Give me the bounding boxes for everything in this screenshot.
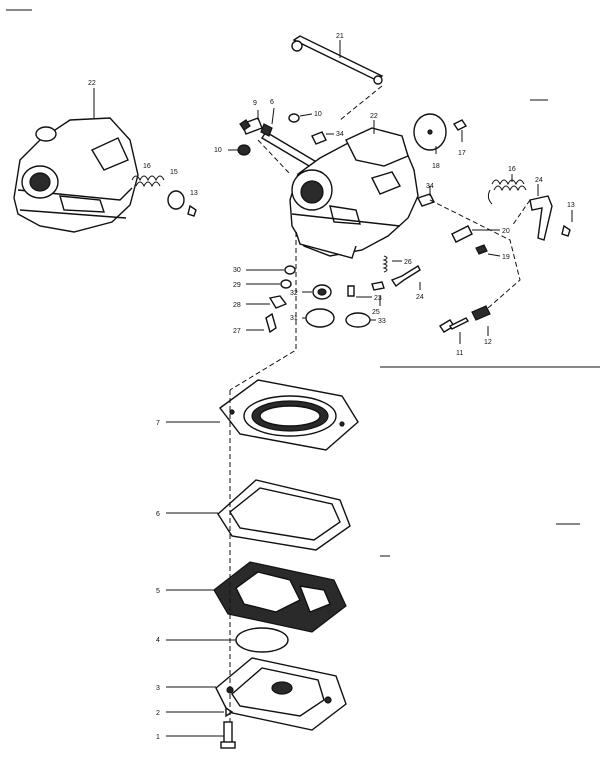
screw-11 (439, 317, 470, 344)
fitting-28 (246, 295, 288, 309)
callout-15: 15 (170, 169, 178, 176)
needle-27 (246, 312, 277, 334)
fitting-34-upper (311, 131, 334, 145)
callout-34-upper: 34 (336, 131, 344, 138)
spring-10 (288, 113, 313, 123)
lever-24 (529, 184, 553, 241)
callout-20: 20 (502, 228, 510, 235)
washer-10 (228, 144, 251, 156)
callout-34-right: 34 (426, 183, 434, 190)
lever-24-center (390, 264, 421, 290)
callout-13-inset: 13 (190, 190, 198, 197)
callout-29: 29 (233, 282, 241, 289)
throttle-shaft (291, 35, 384, 85)
choke-plate-18 (413, 113, 447, 154)
washer-2 (225, 706, 234, 718)
callout-6-gasket: 6 (156, 511, 160, 518)
inset-spring (131, 175, 165, 188)
cover-3 (215, 657, 347, 731)
callout-22-main: 22 (370, 113, 378, 120)
callout-5: 5 (156, 588, 160, 595)
callout-16-inset: 16 (143, 163, 151, 170)
diaphragm-5 (213, 561, 347, 633)
callout-2: 2 (156, 710, 160, 717)
screen-4 (235, 627, 289, 653)
callout-19: 19 (502, 254, 510, 261)
inset-washer (167, 190, 185, 210)
callout-1: 1 (156, 734, 160, 741)
callout-32: 32 (290, 290, 298, 297)
callout-33: 33 (378, 318, 386, 325)
screw-23 (347, 285, 372, 298)
fitting-12 (471, 305, 491, 336)
callout-28: 28 (233, 302, 241, 309)
inset-clip (187, 204, 197, 217)
callout-24-right: 24 (535, 177, 543, 184)
callout-27: 27 (233, 328, 241, 335)
clip-13-main (561, 210, 573, 237)
gasket-6 (217, 479, 351, 551)
assembly-line (339, 85, 383, 121)
lever-20 (451, 225, 500, 243)
callout-18: 18 (432, 163, 440, 170)
callout-10-left: 10 (214, 147, 222, 154)
callout-26: 26 (404, 259, 412, 266)
diaphragm-32 (302, 284, 332, 300)
screw-1 (220, 721, 236, 749)
assembly-line (511, 199, 531, 227)
callout-17: 17 (458, 150, 466, 157)
cup-31 (302, 308, 335, 328)
callout-3: 3 (156, 685, 160, 692)
screw-17 (452, 119, 468, 142)
callout-7: 7 (156, 420, 160, 427)
assembly-line (429, 199, 521, 309)
diaphragm-assembly-7 (219, 379, 359, 451)
screw-19 (475, 244, 501, 257)
seat-30 (246, 265, 296, 275)
carburetor-body-inset (13, 117, 139, 233)
callout-24-center: 24 (416, 294, 424, 301)
callout-25: 25 (372, 309, 380, 316)
callout-4: 4 (156, 637, 160, 644)
screw-9 (239, 110, 263, 135)
spring-16-main (487, 174, 527, 205)
callout-23: 23 (374, 295, 382, 302)
pin-25 (371, 281, 385, 306)
oring-29 (246, 279, 292, 289)
callout-12: 12 (484, 339, 492, 346)
callout-11: 11 (456, 350, 463, 357)
callout-31: 31 (290, 315, 298, 322)
callout-10-top: 10 (314, 111, 322, 118)
spring-26 (382, 255, 402, 273)
callout-30: 30 (233, 267, 241, 274)
callout-16-main: 16 (508, 166, 516, 173)
callout-13-main: 13 (567, 202, 575, 209)
callout-9: 9 (253, 100, 257, 107)
callout-21: 21 (336, 33, 344, 40)
carburetor-body-main (289, 127, 419, 259)
callout-6-top: 6 (270, 99, 274, 106)
assembly-line (229, 232, 297, 391)
callout-22-inset: 22 (88, 80, 96, 87)
plate-33 (345, 312, 376, 328)
